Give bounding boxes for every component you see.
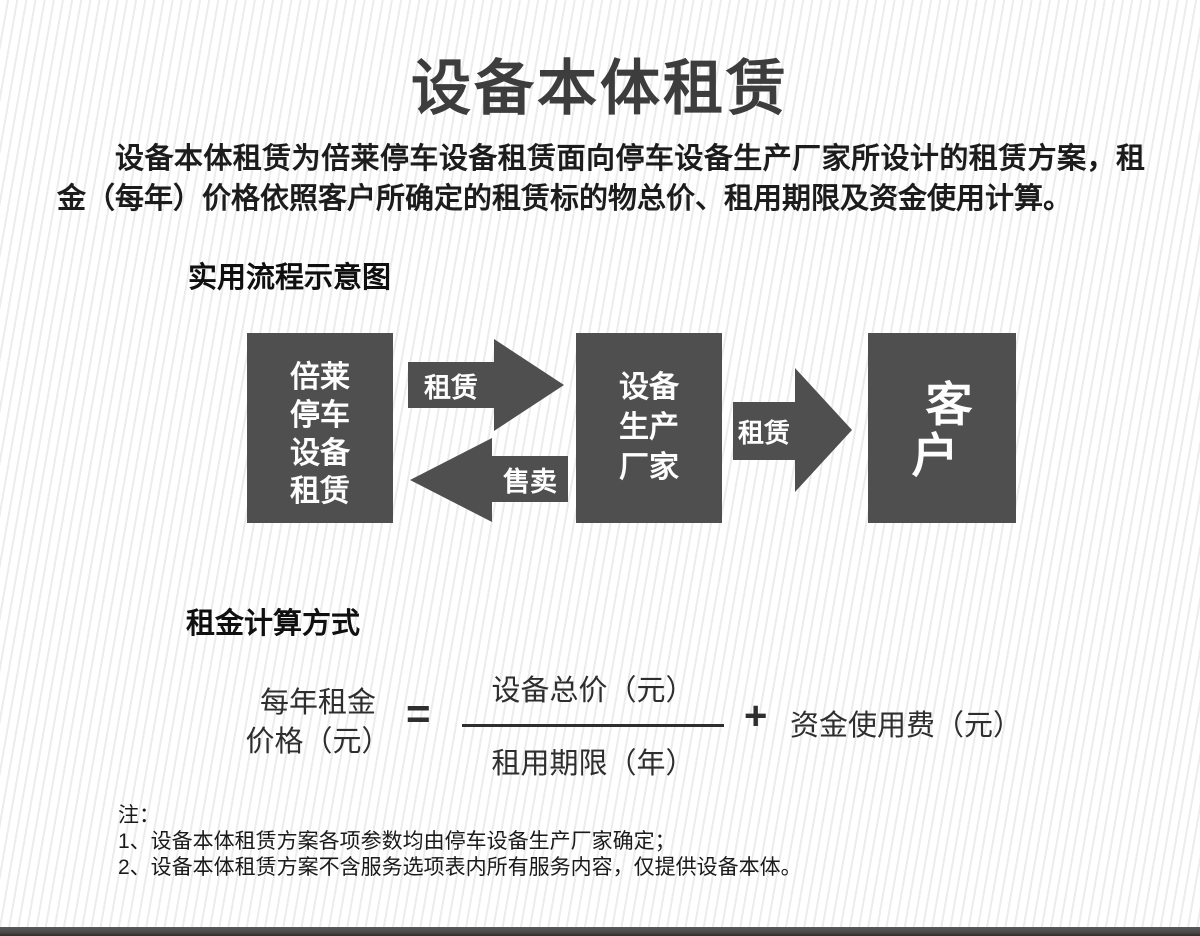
flow-box-line: 设备 <box>290 437 350 470</box>
arrow-right-icon: 租赁 <box>733 402 795 460</box>
page-title: 设备本体租赁 <box>411 55 789 122</box>
flow-box-line: 厂家 <box>619 451 679 484</box>
arrow-label: 售卖 <box>503 466 557 497</box>
fraction-bar <box>462 724 724 727</box>
arrow-label: 租赁 <box>737 417 790 448</box>
arrow-right-icon: 租赁 <box>408 362 494 408</box>
notes-label: 注： <box>118 804 160 827</box>
flow-box-line: 倍莱 <box>290 361 350 394</box>
flow-box-line: 租赁 <box>290 475 350 508</box>
equals-sign: = <box>406 690 431 737</box>
note-item-1: 1、设备本体租赁方案各项参数均由停车设备生产厂家确定； <box>118 830 676 853</box>
calc-section-heading: 租金计算方式 <box>186 608 361 640</box>
flow-box-line: 停车 <box>290 399 350 432</box>
note-item-2: 2、设备本体租赁方案不含服务选项表内所有服务内容，仅提供设备本体。 <box>118 856 802 879</box>
formula-result: 每年租金 价格（元） <box>240 684 396 762</box>
flow-box-equipment-manufacturer: 设备 生产 厂家 <box>576 333 722 523</box>
bottom-border-bar <box>0 927 1200 936</box>
arrow-left-head-icon <box>410 438 492 522</box>
flow-box-beilai-parking-equipment-rental: 倍莱 停车 设备 租赁 <box>247 333 393 523</box>
plus-sign: + <box>744 694 768 738</box>
formula-fraction: 设备总价（元） 租用期限（年） <box>462 667 724 782</box>
flow-box-line: 生产 <box>619 411 679 444</box>
formula-addend: 资金使用费（元） <box>790 710 1023 742</box>
flow-box-line: 设备 <box>619 371 679 404</box>
arrow-label: 租赁 <box>424 372 478 403</box>
notes-block: 注： 1、设备本体租赁方案各项参数均由停车设备生产厂家确定； 2、设备本体租赁方… <box>118 803 802 881</box>
arrow-left-icon: 售卖 <box>492 456 568 502</box>
flow-box-line: 客 <box>925 378 973 431</box>
flow-section-heading: 实用流程示意图 <box>188 262 392 294</box>
intro-paragraph: 设备本体租赁为倍莱停车设备租赁面向停车设备生产厂家所设计的租赁方案，租金（每年）… <box>57 143 1145 215</box>
flow-box-customer: 客 户 <box>868 333 1016 523</box>
formula-numerator: 设备总价（元） <box>491 675 695 707</box>
arrow-right-head-icon <box>494 339 564 431</box>
flow-box-line: 户 <box>911 429 959 482</box>
formula-result-line1: 每年租金 <box>259 687 376 719</box>
formula-result-line2: 价格（元） <box>245 726 391 758</box>
arrow-right-head-icon <box>795 368 852 492</box>
formula-denominator: 租用期限（年） <box>491 748 695 780</box>
